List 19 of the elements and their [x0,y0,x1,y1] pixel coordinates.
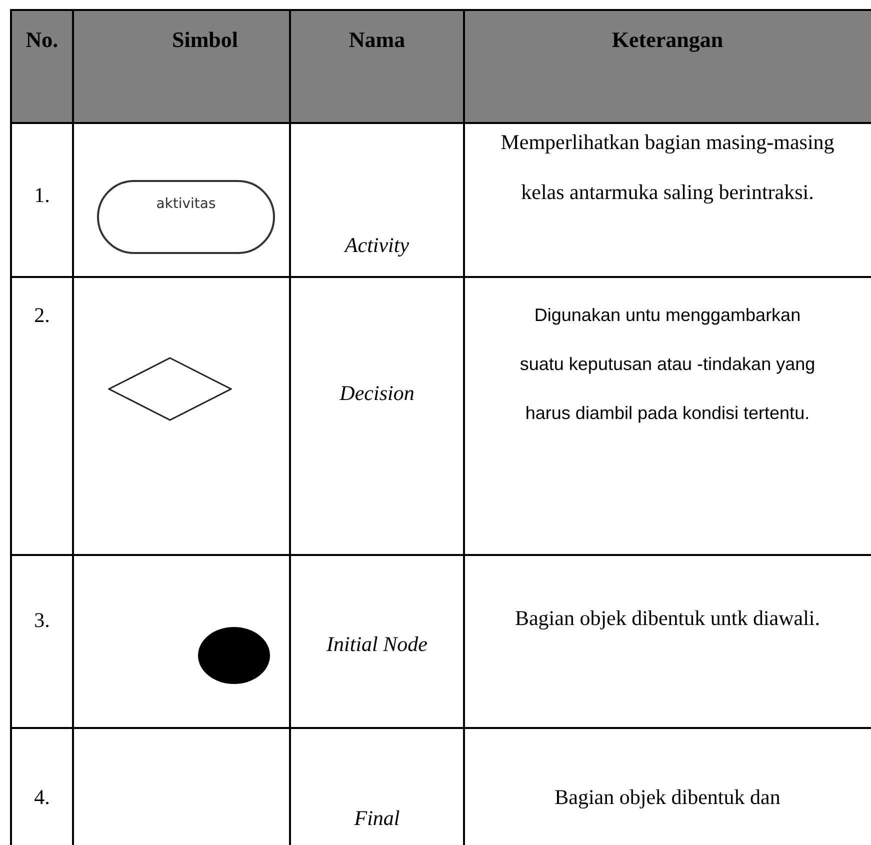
column-header: Keterangan [610,26,724,54]
column-header: No. [24,26,60,54]
symbol-name: Initial Node [326,631,428,658]
symbol-text: aktivitas [156,195,216,214]
column-header: Nama [348,26,406,54]
description-text: Bagian objek dibentuk dan [554,784,782,811]
symbol-name: Final [353,805,401,832]
description-text: Digunakan untu menggambarkan suatu keputusan atau -tindakan yang harus diambil pada kondisi tertentu. [518,304,816,425]
row-number: 1. [33,182,51,209]
row-number: 2. [33,302,51,329]
symbol-name: Decision [338,380,416,407]
symbol-name: Activity [342,232,410,259]
description-text: Memperlihatkan bagian masing-masing kelas antarmuka saling berintraksi. [500,129,836,206]
row-number: 4. [33,784,51,811]
description-text: Bagian objek dibentuk untk diawali. [514,605,822,632]
row-number: 3. [33,607,51,634]
column-header: Simbol [170,26,240,54]
initial-node-circle [198,627,270,684]
decision-diamond [108,357,232,421]
